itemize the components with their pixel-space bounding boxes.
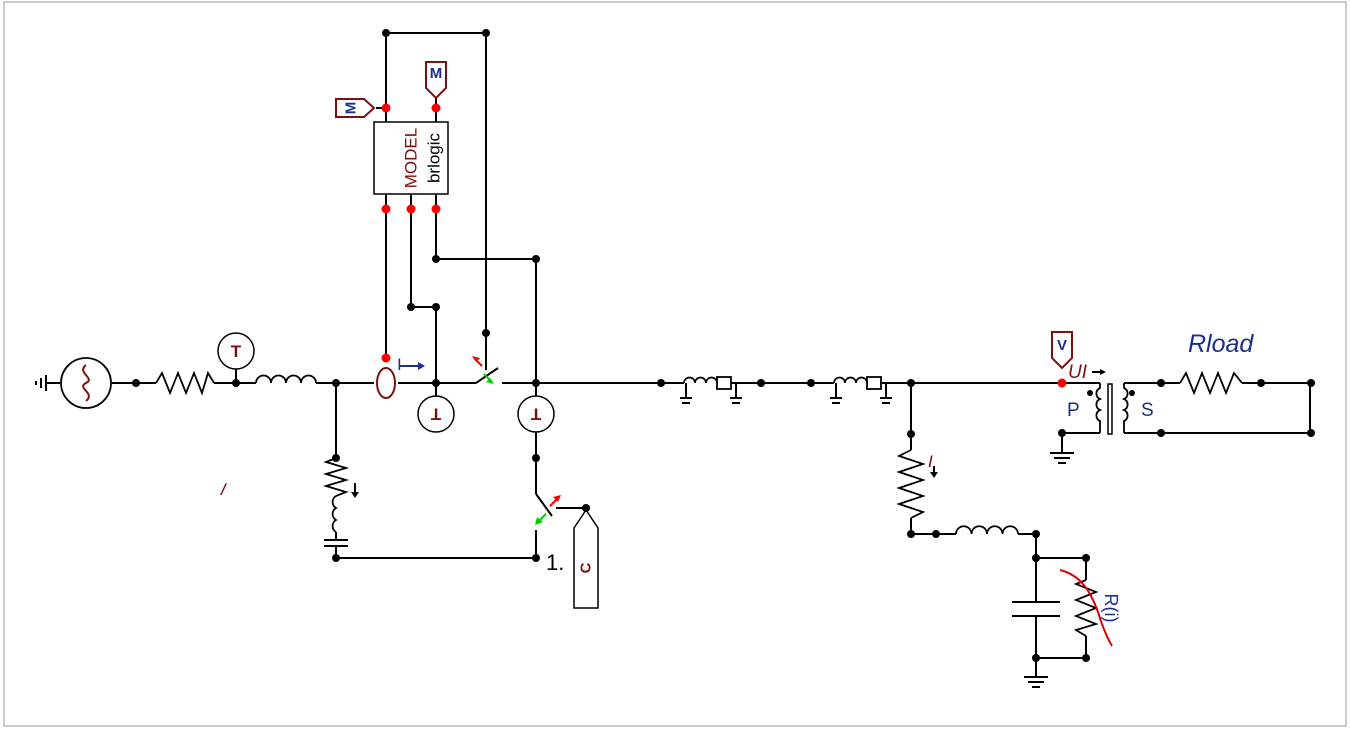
switch-main-icon[interactable] [462,356,499,384]
load-name-label: Rload [1188,330,1254,358]
sensor-t-top-icon[interactable] [217,332,255,383]
transformer-secondary-label: S [1141,400,1154,421]
model-pin-markers [381,103,1067,388]
inductor-shunt-icon[interactable] [331,495,338,533]
tacs-m-top-text: M [430,65,443,82]
sensor-t-a-icon[interactable] [417,395,455,433]
voltage-probe-text: V [1057,337,1067,354]
ground-capacitor-icon [1024,676,1048,688]
resistor-branch-icon[interactable] [896,449,926,519]
tacs-m-left-text: M [343,102,360,115]
ac-source-icon[interactable] [60,357,112,409]
ui-label: UI [1068,362,1088,383]
inductor-series-icon[interactable] [255,374,317,384]
pi-line-segment-1-icon[interactable] [680,376,742,404]
model-title: MODEL [402,128,421,188]
constant-source-value: 1. [546,550,564,575]
sensor-t-top-text: T [231,342,242,361]
capacitor-branch-icon[interactable] [1012,601,1060,617]
tacs-label-m-left[interactable] [335,98,376,118]
current-probe-icon[interactable] [376,362,425,399]
transformer-icon[interactable] [1087,383,1135,435]
switch-shunt-icon[interactable] [535,478,561,540]
inductor-branch-icon[interactable] [955,525,1019,535]
sensor-t-a-text: T [430,405,441,424]
sheet-border [3,1,1347,727]
tacs-label-m-top[interactable] [425,61,447,100]
node-markers [132,29,1315,662]
resistor-series-icon[interactable] [155,370,215,396]
ground-source-icon [35,375,60,391]
branch-current-1: I [218,479,359,499]
ui-arrow-icon [1092,369,1106,375]
model-block[interactable] [373,121,449,195]
model-name: brlogic [425,132,444,183]
transformer-primary-label: P [1067,400,1080,421]
branch-current-1-label: I [218,479,228,499]
sensor-t-b-text: T [530,405,541,424]
c-source-icon[interactable] [573,508,599,609]
pi-line-segment-2-icon[interactable] [830,376,892,404]
ground-transformer-icon [1050,452,1074,464]
nonlinear-resistor-icon[interactable] [1059,569,1113,647]
c-source-text: C [578,562,595,573]
branch-current-2: I [928,452,938,478]
probe-current-label: I [397,355,402,374]
nonlinear-resistor-label: R(i) [1101,594,1121,623]
load-resistor-icon[interactable] [1179,370,1243,396]
sensor-t-b-icon[interactable] [517,395,555,433]
voltage-probe-icon[interactable] [1051,331,1073,370]
branch-current-2-label: I [928,452,933,471]
resistor-shunt-icon[interactable] [322,457,350,497]
